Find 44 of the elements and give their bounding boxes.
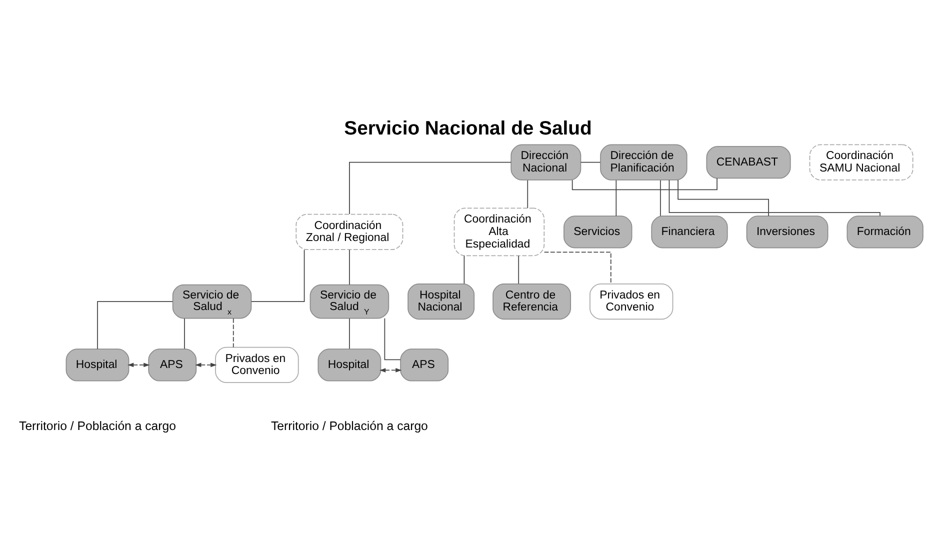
node-box: Inversiones [746,215,828,248]
node-box: Financiera [651,215,728,248]
node-box: Hospital [66,348,130,381]
node-box: Servicios [564,215,632,248]
node-box: Hospital [318,348,382,381]
node-box: Privados en Convenio [215,346,299,382]
connector [251,248,305,302]
node-box: Dirección Nacional [510,144,582,180]
node-box: Dirección de Planificación [600,144,688,180]
arrow [195,362,217,367]
connector [349,318,350,349]
node-box: Servicio de Salud $_{x}$ [172,284,252,318]
connector [668,179,880,216]
connector [527,179,528,208]
node-box: Hospital Nacional [408,282,475,320]
node-box: Privados en Convenio [590,282,674,320]
node-box: Coordinación SAMU Nacional [809,144,914,180]
node-box: Formación [846,215,924,248]
connector [616,179,617,216]
connector [464,254,465,284]
connector [518,254,520,284]
diagram-title: Servicio Nacional de Salud [344,117,592,140]
label: Territorio / Población a cargo [19,418,176,432]
connector [97,300,174,349]
node-box: APS [148,348,197,381]
node-box: Servicio de Salud $_{Y}$ [310,284,390,318]
connector [232,318,234,348]
connector [184,318,185,349]
arrow [379,368,402,372]
node-box: Centro de Referencia [492,282,572,320]
node-box: Coordinación Zonal / Regional [296,213,404,250]
connector [572,177,718,190]
arrow [128,362,150,367]
label: Territorio / Población a cargo [270,418,428,432]
connector [544,251,612,284]
node-box: CENABAST [706,146,791,178]
connector [678,179,769,216]
connector [349,161,512,214]
connector [660,179,661,216]
connector [580,161,601,162]
node-box: Coordinación Alta Especialidad [454,207,545,256]
connector [349,248,350,285]
connector [384,317,401,360]
node-box: APS [400,348,449,381]
